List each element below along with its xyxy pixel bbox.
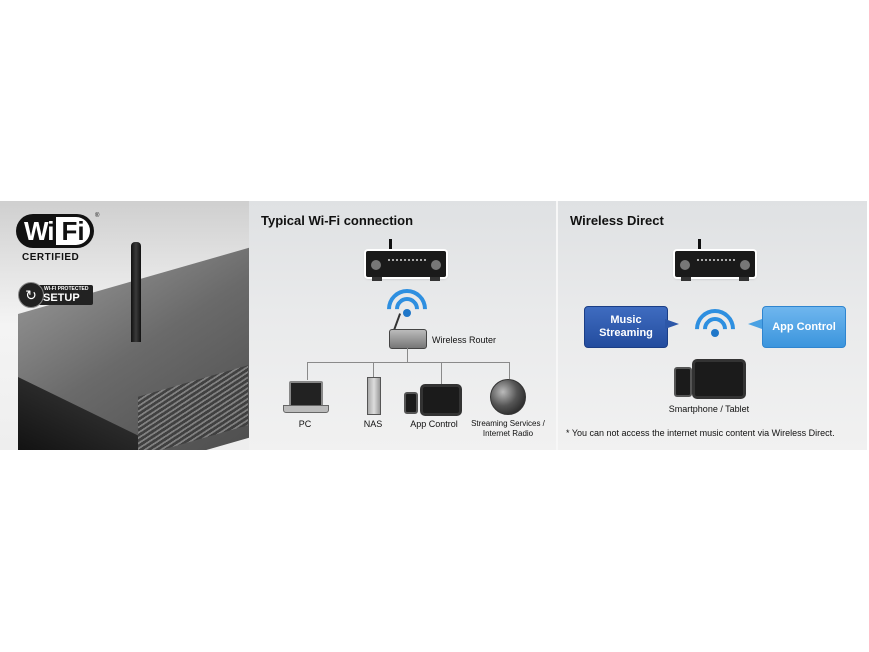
music-streaming-line1: Music: [610, 314, 642, 326]
typical-wifi-panel: Typical Wi-Fi connection Wireless Router: [249, 201, 556, 450]
connector-line: [307, 362, 510, 363]
antenna-image: [131, 242, 141, 342]
av-receiver-icon: [366, 239, 446, 281]
wps-setup-logo: WI-FI PROTECTED SETUP ↻: [18, 282, 94, 308]
tablet-icon: [420, 384, 462, 416]
wifi-logo-fi: Fi: [56, 217, 90, 245]
typical-wifi-title: Typical Wi-Fi connection: [261, 213, 414, 228]
wps-refresh-icon: ↻: [18, 282, 44, 308]
connector-line: [509, 362, 510, 379]
panel-divider: [556, 201, 558, 450]
streaming-label-line1: Streaming Services /: [471, 419, 545, 428]
streaming-label: Streaming Services / Internet Radio: [465, 419, 551, 439]
pc-laptop-icon: [289, 381, 323, 407]
connector-line: [307, 362, 308, 380]
certified-label: CERTIFIED: [22, 252, 80, 263]
smartphone-tablet-label: Smartphone / Tablet: [668, 404, 750, 414]
wifi-certified-logo: Wi Fi: [16, 214, 94, 248]
wireless-direct-note: * You can not access the internet music …: [566, 428, 835, 438]
pc-laptop-base: [283, 405, 329, 413]
tablet-icon: [692, 359, 746, 399]
receiver-photo-panel: Wi Fi ® CERTIFIED WI-FI PROTECTED SETUP …: [0, 201, 249, 450]
bubble-tail: [748, 319, 762, 329]
app-control-label: App Control: [410, 419, 458, 429]
wps-setup-label: SETUP: [43, 292, 80, 304]
connector-line: [441, 362, 442, 384]
nas-icon: [367, 377, 381, 415]
wifi-logo-wi: Wi: [24, 216, 55, 246]
wifi-signal-icon: [378, 280, 436, 338]
app-control-bubble: App Control: [762, 306, 846, 348]
smartphone-icon: [674, 367, 692, 397]
wireless-router-icon: [389, 329, 427, 349]
music-streaming-bubble: Music Streaming: [584, 306, 668, 348]
router-label: Wireless Router: [432, 335, 497, 345]
trademark-mark: ®: [95, 213, 100, 219]
nas-label: NAS: [363, 419, 383, 429]
smartphone-icon: [404, 392, 418, 414]
wifi-feature-banner: Wi Fi ® CERTIFIED WI-FI PROTECTED SETUP …: [0, 201, 867, 450]
connector-line: [407, 348, 408, 362]
wifi-signal-icon: [686, 300, 744, 358]
streaming-label-line2: Internet Radio: [482, 429, 534, 438]
globe-icon: [490, 379, 526, 415]
wps-small-label: WI-FI PROTECTED: [44, 286, 89, 292]
wps-box: WI-FI PROTECTED SETUP: [38, 285, 93, 305]
wireless-direct-panel: Wireless Direct Music Streaming App Con: [558, 201, 867, 450]
av-receiver-icon: [675, 239, 755, 281]
wireless-direct-title: Wireless Direct: [570, 213, 664, 228]
connector-line: [373, 362, 374, 377]
bubble-tail: [665, 319, 679, 329]
music-streaming-line2: Streaming: [599, 327, 653, 339]
pc-label: PC: [298, 419, 312, 429]
